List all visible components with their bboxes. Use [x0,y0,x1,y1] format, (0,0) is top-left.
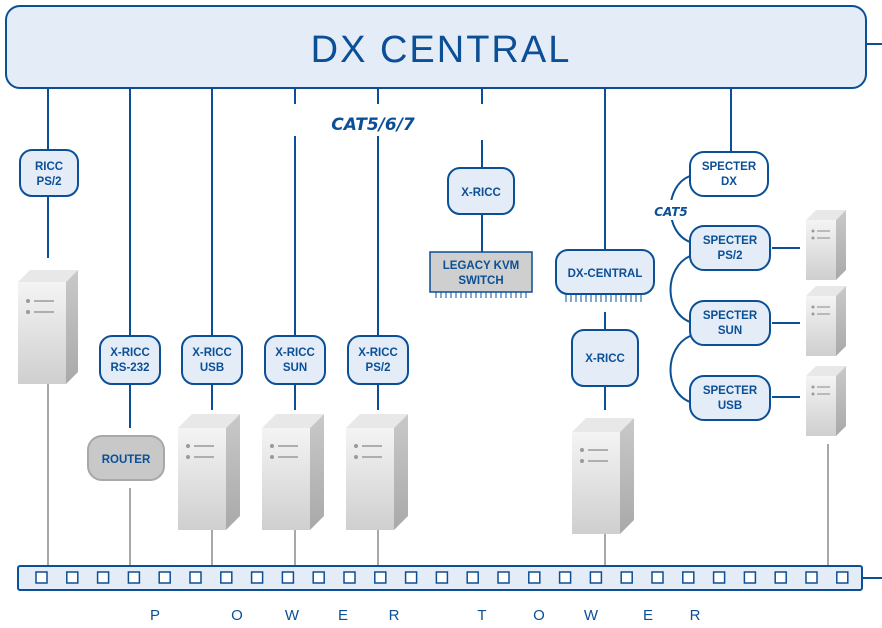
power-tower-letter: R [690,607,701,624]
power-outlet [96,571,110,584]
box-router: ROUTER [87,435,165,481]
power-outlet [220,571,233,584]
box-specter-usb: SPECTER USB [689,375,771,421]
header-title: DX CENTRAL [311,29,572,71]
power-outlet [281,571,295,584]
svg-text:SPECTER: SPECTER [703,235,758,247]
svg-text:X-RICC: X-RICC [585,353,625,365]
power-outlet [35,571,48,584]
power-outlet [497,571,510,584]
power-outlet [651,571,664,584]
box-xricc-ps2: X-RICC PS/2 [347,335,409,385]
svg-text:USB: USB [200,362,224,374]
power-tower-letter: E [643,607,653,624]
power-tower-letter: T [477,607,486,624]
svg-text:RICC: RICC [35,161,63,173]
svg-text:SPECTER: SPECTER [703,385,758,397]
server-tower-dx [572,418,634,534]
box-legacy-kvm-switch: LEGACY KVM SWITCH [429,251,533,298]
power-outlet [435,571,449,584]
svg-text:DX-CENTRAL: DX-CENTRAL [568,268,643,280]
svg-text:DX: DX [721,176,737,188]
svg-text:CAT5: CAT5 [654,205,687,219]
svg-text:X-RICC: X-RICC [358,347,398,359]
power-tower-strip [17,565,863,591]
power-outlet [743,571,757,584]
server-tower-left [18,270,78,384]
power-outlets [35,571,849,584]
svg-text:SUN: SUN [283,362,307,374]
cat-main-label: CAT5/6/7 [318,110,428,135]
box-specter-dx: SPECTER DX [689,151,769,197]
box-xricc-sun: X-RICC SUN [264,335,326,385]
svg-text:RS-232: RS-232 [111,362,150,374]
box-xricc-dx: X-RICC [571,329,639,387]
svg-text:X-RICC: X-RICC [275,347,315,359]
svg-text:SPECTER: SPECTER [703,310,758,322]
power-tower-letter: O [231,607,243,624]
power-tower-letter: W [584,607,599,624]
power-outlet [528,571,541,584]
server-tower-specter-ps2 [806,210,846,280]
svg-text:LEGACY KVM: LEGACY KVM [443,260,519,272]
box-dx-central-unit: DX-CENTRAL [555,249,655,302]
power-outlet [158,571,171,584]
svg-text:PS/2: PS/2 [37,176,62,188]
power-outlet [466,571,479,584]
power-tower-letter: W [285,607,300,624]
cat-connection-lines [47,43,882,579]
server-tower-usb [178,414,240,530]
box-xricc-usb: X-RICC USB [181,335,243,385]
svg-text:X-RICC: X-RICC [192,347,232,359]
power-outlet [404,571,418,584]
box-xricc-rs232: X-RICC RS-232 [99,335,161,385]
svg-text:PS/2: PS/2 [366,362,391,374]
svg-text:X-RICC: X-RICC [110,347,150,359]
server-tower-specter-usb [806,366,846,436]
dx-central-header: DX CENTRAL [5,5,867,89]
svg-text:SUN: SUN [718,325,742,337]
svg-text:CAT5/6/7: CAT5/6/7 [331,115,415,135]
power-outlet [66,571,79,584]
power-tower-letter: O [533,607,545,624]
power-tower-letter: R [389,607,400,624]
power-lines [47,384,829,566]
power-tower-letter: E [338,607,348,624]
server-tower-sun [262,414,324,530]
power-outlet [620,571,633,584]
power-outlet [343,571,356,584]
power-outlet [712,571,726,584]
cat-side-label: CAT5 [642,200,700,220]
power-outlet [682,571,695,584]
svg-text:SPECTER: SPECTER [702,161,757,173]
box-specter-ps2: SPECTER PS/2 [689,225,771,271]
server-tower-specter-sun [806,286,846,356]
power-outlet [189,571,202,584]
power-outlet [558,571,572,584]
power-outlet [836,571,849,584]
power-outlet [312,571,325,584]
power-outlet [250,571,264,584]
box-specter-sun: SPECTER SUN [689,300,771,346]
box-ricc-ps2: RICC PS/2 [19,149,79,197]
server-tower-ps2 [346,414,408,530]
power-outlet [127,571,141,584]
power-tower-letter: P [150,607,160,624]
power-outlet [805,571,818,584]
power-outlet [589,571,603,584]
svg-text:USB: USB [718,400,742,412]
svg-text:ROUTER: ROUTER [102,454,151,466]
box-xricc-legacy: X-RICC [447,167,515,215]
power-outlet [774,571,787,584]
svg-text:PS/2: PS/2 [718,250,743,262]
power-outlet [374,571,387,584]
svg-text:SWITCH: SWITCH [458,275,503,287]
svg-text:X-RICC: X-RICC [461,187,501,199]
